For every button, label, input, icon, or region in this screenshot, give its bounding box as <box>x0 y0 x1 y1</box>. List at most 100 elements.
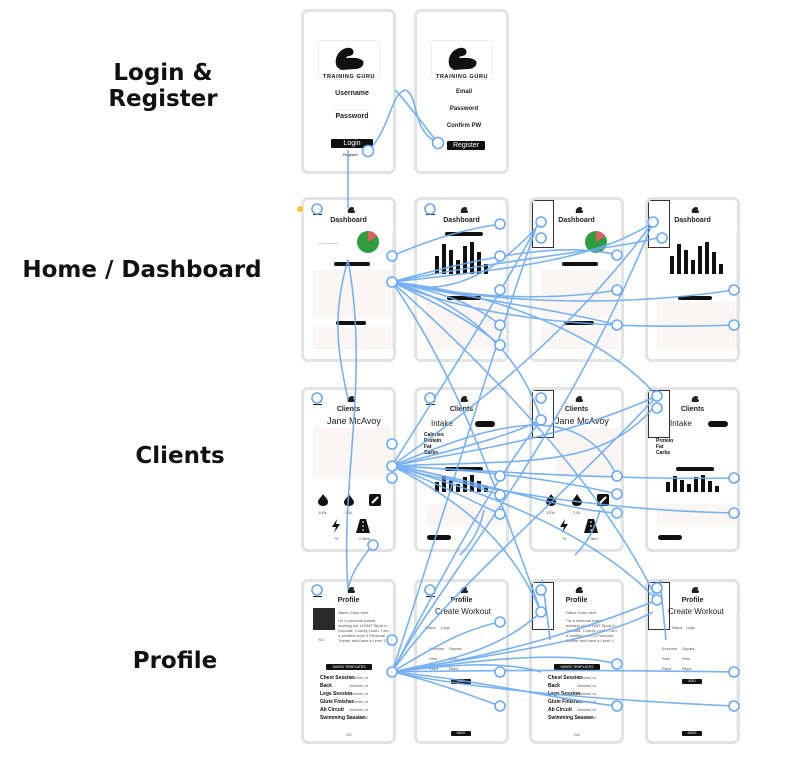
menu-icon[interactable] <box>426 398 435 405</box>
sessions-button[interactable] <box>427 535 451 540</box>
side-menu[interactable] <box>648 200 670 248</box>
intake-title: Intake <box>670 419 692 428</box>
exercise-row: Chest Session <box>320 675 355 681</box>
row-label-profile: Profile <box>132 648 218 674</box>
road-icon <box>356 519 370 533</box>
name-field-label: Name <box>672 625 683 630</box>
profile-name: Name Goes here <box>338 610 369 615</box>
menu-icon[interactable] <box>313 398 322 405</box>
sessions-button[interactable] <box>658 535 682 540</box>
create-workout-screen-2[interactable]: Profile Create Workout Name Legs Exercis… <box>645 579 740 744</box>
client-select[interactable]: Jane McAvoy <box>327 416 381 426</box>
menu-icon[interactable] <box>313 590 322 597</box>
register-button[interactable]: Register <box>447 141 485 150</box>
exercise-field-label: Exercise <box>429 646 445 651</box>
clients-screen-4[interactable]: Clients Intake Protein Fat Carbs <box>645 387 740 552</box>
username-input[interactable] <box>334 109 372 110</box>
profile-screen-2[interactable]: Profile Name Goes here I'm a personal tr… <box>529 579 624 744</box>
dashboard-screen-1[interactable]: Dashboard —— ——— <box>301 197 396 362</box>
flame-icon <box>318 494 328 506</box>
saved-templates-button[interactable]: SAVED TEMPLATES <box>326 664 372 670</box>
register-link[interactable]: Register <box>343 152 358 157</box>
bar-chart <box>670 240 723 274</box>
page-title: Dashboard <box>443 217 480 224</box>
water-drop-icon <box>572 494 582 506</box>
bar-chart <box>435 474 488 492</box>
stat-sessions: 75 <box>334 536 339 541</box>
save-button[interactable]: SAVE <box>682 731 702 736</box>
page-title: Profile <box>337 597 360 604</box>
client-details-table <box>313 428 391 478</box>
page-title: Profile <box>450 597 473 604</box>
exercise-value: Number of <box>349 691 368 696</box>
register-screen[interactable]: TRAINING GURU Email Password Confirm PW … <box>414 9 509 174</box>
scrollbar[interactable] <box>736 612 737 732</box>
side-menu[interactable] <box>648 582 670 630</box>
clients-screen-3[interactable]: Clients Jane McAvoy 100k 2.5L 75 2.5km <box>529 387 624 552</box>
exercise-field-input[interactable]: Squats <box>449 646 462 651</box>
login-button[interactable]: Login <box>331 139 373 148</box>
name-field-input[interactable]: Legs <box>441 625 450 630</box>
logo-icon <box>347 207 356 213</box>
page-title: Dashboard <box>330 217 367 224</box>
save-button[interactable]: SAVE <box>451 731 471 736</box>
client-select[interactable]: Jane McAvoy <box>555 416 609 426</box>
checkbox-label[interactable]: SG <box>574 732 580 737</box>
menu-icon[interactable] <box>426 208 435 215</box>
dashboard-screen-4[interactable]: Dashboard <box>645 197 740 362</box>
dumbbell-icon <box>597 494 609 506</box>
side-menu[interactable] <box>532 390 554 438</box>
checkbox-label[interactable]: SG <box>318 637 324 642</box>
scrollbar[interactable] <box>736 230 737 350</box>
exercise-field-label: Exercise <box>662 646 678 651</box>
logo-icon <box>575 207 584 213</box>
menu-icon[interactable] <box>313 208 322 215</box>
clients-screen-2[interactable]: Clients Intake Calories Protein Fat Carb… <box>414 387 509 552</box>
row-label-dashboard: Home / Dashboard <box>22 257 262 283</box>
logo-icon <box>460 207 469 213</box>
login-screen[interactable]: TRAINING GURU Username Password Login Re… <box>301 9 396 174</box>
dashboard-screen-2[interactable]: Dashboard <box>414 197 509 362</box>
create-workout-screen-1[interactable]: Profile Create Workout Name Legs Exercis… <box>414 579 509 744</box>
page-title: Profile <box>681 597 704 604</box>
checkbox-label[interactable]: SG <box>346 732 352 737</box>
profile-bio: I'm a personal trainer working out of DM… <box>566 618 617 643</box>
sessions-list <box>313 327 391 349</box>
profile-screen-1[interactable]: Profile Name Goes here I'm a personal tr… <box>301 579 396 744</box>
side-menu[interactable] <box>532 582 554 630</box>
sets-field-input[interactable]: Sets <box>682 656 691 661</box>
section-header-2 <box>564 321 594 325</box>
exercise-value: Number of <box>577 715 596 720</box>
intake-row: Protein <box>656 438 674 444</box>
password-label: Password <box>335 113 369 120</box>
page-title: Clients <box>680 406 705 413</box>
training-guru-logo: TRAINING GURU <box>318 40 380 80</box>
scrollbar[interactable] <box>392 230 393 350</box>
road-icon <box>584 519 598 533</box>
sets-field-input[interactable]: Sets <box>449 656 458 661</box>
flexed-arm-icon <box>335 47 364 70</box>
add-button[interactable]: ADD <box>682 679 702 684</box>
side-menu[interactable] <box>648 390 670 438</box>
reps-field-label: Reps <box>429 666 439 671</box>
add-button[interactable]: ADD <box>451 679 471 684</box>
saved-templates-button[interactable]: SAVED TEMPLATES <box>554 664 600 670</box>
reps-field-input[interactable]: Reps <box>682 666 692 671</box>
clients-screen-1[interactable]: Clients Jane McAvoy 100k 2.5L 75 2.5km <box>301 387 396 552</box>
exercise-value: Number of <box>577 699 596 704</box>
row-label-clients: Clients <box>135 443 225 469</box>
intake-toggle[interactable] <box>475 421 495 427</box>
side-menu[interactable] <box>532 200 554 248</box>
dashboard-screen-3[interactable]: Dashboard <box>529 197 624 362</box>
reps-field-input[interactable]: Reps <box>449 666 459 671</box>
intake-title: Intake <box>431 419 453 428</box>
logo-icon <box>347 396 356 402</box>
intake-toggle[interactable] <box>708 421 728 427</box>
section-header-2 <box>336 321 366 325</box>
exercise-field-input[interactable]: Squats <box>682 646 695 651</box>
menu-icon[interactable] <box>426 590 435 597</box>
intake-row: Fat <box>656 444 664 450</box>
bar-chart <box>435 240 488 274</box>
name-field-input[interactable]: Legs <box>686 625 695 630</box>
row-label-login: Login & Register <box>108 60 218 112</box>
